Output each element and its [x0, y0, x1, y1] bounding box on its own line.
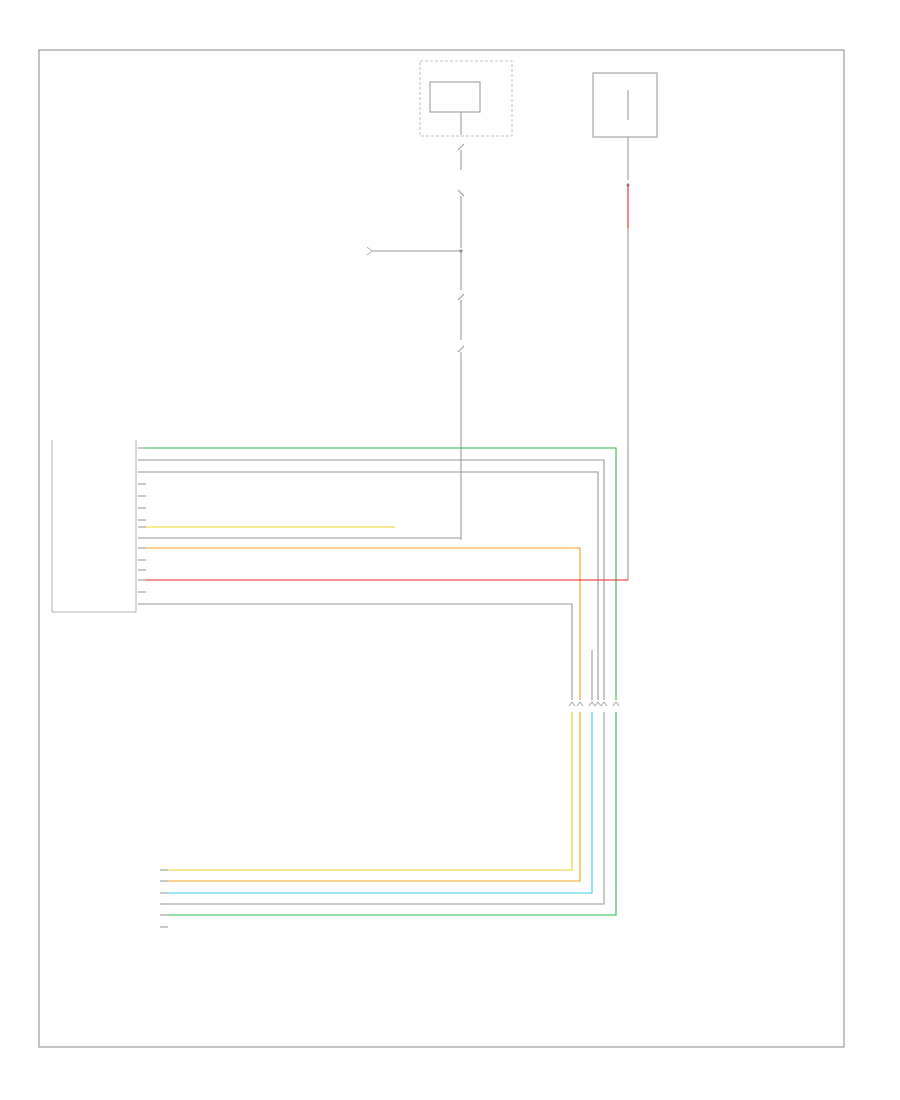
bottom-wire-4 [168, 712, 605, 905]
diagram-frame [38, 49, 845, 1048]
left-connector-wires [138, 447, 628, 650]
bottom-wire-1 [168, 712, 573, 871]
bundle-connector-mark-1 [568, 701, 576, 707]
bundle-connector-mark-2 [576, 701, 584, 707]
left-wire-3 [146, 471, 599, 650]
trunk-connector-4 [457, 345, 465, 353]
harness-bundle [568, 650, 620, 707]
trunk-connector-1 [457, 143, 465, 170]
left-wire-6 [146, 547, 581, 650]
bundle-connector-mark-3 [588, 701, 596, 707]
bottom-wire-5 [168, 712, 617, 916]
splice-branch-arrow [366, 246, 373, 256]
bundle-connector-mark-4 [594, 701, 602, 707]
bottom-wire-2 [168, 712, 581, 882]
left-connector-housing [51, 440, 137, 613]
module-b-box [592, 72, 658, 138]
bottom-wire-3 [168, 712, 593, 894]
trunk-connector-2 [457, 189, 465, 212]
center-harness-trunk [366, 112, 465, 540]
module-a-housing [419, 60, 513, 137]
bundle-connector-mark-5 [600, 701, 608, 707]
top-module-a [419, 60, 513, 137]
trunk-connector-3 [457, 293, 465, 301]
top-module-b [592, 72, 658, 138]
left-wire-1 [146, 447, 617, 650]
left-wire-8 [146, 603, 573, 650]
module-a-inner-box [429, 81, 481, 113]
right-power-feed [626, 137, 630, 580]
bundle-connector-mark-6 [612, 701, 620, 707]
left-connector [51, 440, 137, 613]
left-wire-2 [146, 459, 605, 650]
bottom-connector-wires [160, 712, 617, 928]
